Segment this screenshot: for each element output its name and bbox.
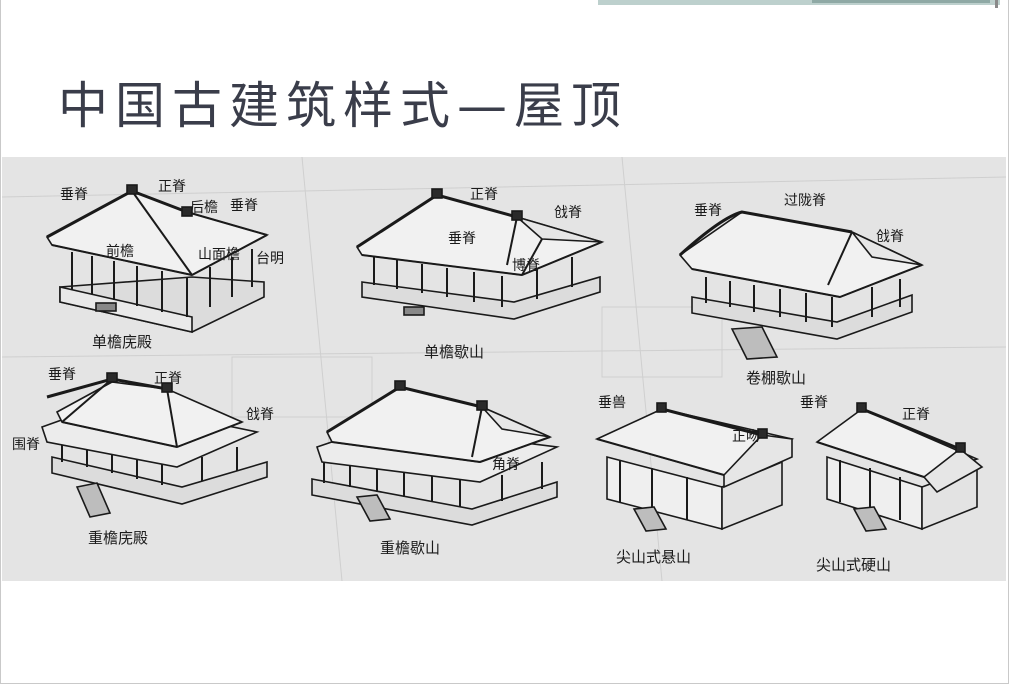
svg-text:过陇脊: 过陇脊 [784, 193, 826, 209]
svg-text:垂脊: 垂脊 [694, 203, 722, 219]
slide-title: 中国古建筑样式—屋顶 [58, 76, 628, 135]
top-accent-bar [598, 0, 1000, 5]
svg-text:角脊: 角脊 [492, 457, 520, 473]
svg-text:台明: 台明 [256, 251, 284, 267]
svg-text:前檐: 前檐 [106, 243, 134, 260]
building-single-eave-gable-hip-roof [355, 188, 605, 320]
svg-text:重檐歇山: 重檐歇山 [380, 539, 440, 557]
svg-text:卷棚歇山: 卷棚歇山 [746, 369, 806, 387]
building-pointed-flush-gable-roof [815, 402, 984, 532]
building-round-ridge-gable-hip-roof [678, 210, 925, 360]
building-pointed-overhanging-gable-roof-labels: 垂兽 正吻 尖山式悬山 [598, 395, 760, 566]
svg-text:尖山式悬山: 尖山式悬山 [616, 548, 691, 566]
building-pointed-overhanging-gable-roof [594, 402, 795, 532]
building-double-eave-gable-hip-roof [311, 380, 560, 526]
svg-text:单檐庑殿: 单檐庑殿 [92, 333, 152, 351]
building-double-eave-gable-hip-roof-labels: 角脊 重檐歇山 [380, 457, 520, 557]
svg-text:正脊: 正脊 [154, 371, 182, 387]
svg-text:垂脊: 垂脊 [448, 231, 476, 247]
building-pointed-flush-gable-roof-labels: 垂脊 正脊 尖山式硬山 [800, 395, 930, 574]
building-single-eave-hip-roof [45, 184, 270, 334]
svg-text:垂脊: 垂脊 [230, 198, 258, 214]
svg-text:山面檐: 山面檐 [198, 247, 240, 263]
svg-text:垂兽: 垂兽 [598, 395, 626, 411]
svg-text:戗脊: 戗脊 [554, 205, 582, 221]
building-single-eave-hip-roof-labels: 垂脊 正脊 后檐 垂脊 前檐 山面檐 台明 单檐庑殿 [60, 179, 284, 351]
svg-text:垂脊: 垂脊 [800, 395, 828, 411]
svg-text:博脊: 博脊 [512, 257, 540, 274]
roof-styles-figure: 垂脊 正脊 后檐 垂脊 前檐 山面檐 台明 单檐庑殿 正脊 [2, 157, 1006, 581]
svg-text:单檐歇山: 单檐歇山 [424, 343, 484, 361]
building-round-ridge-gable-hip-roof-labels: 垂脊 过陇脊 戗脊 卷棚歇山 [694, 193, 904, 387]
svg-text:正脊: 正脊 [902, 407, 930, 423]
svg-text:围脊: 围脊 [12, 437, 40, 453]
svg-text:戗脊: 戗脊 [246, 407, 274, 423]
svg-text:重檐庑殿: 重檐庑殿 [88, 529, 148, 547]
top-accent-bar-dark [812, 0, 990, 3]
svg-text:正脊: 正脊 [158, 179, 186, 195]
svg-text:垂脊: 垂脊 [48, 367, 76, 383]
building-double-eave-hip-roof-labels: 垂脊 正脊 围脊 戗脊 重檐庑殿 [12, 367, 274, 547]
svg-text:后檐: 后檐 [190, 200, 218, 216]
top-accent-tick [995, 0, 998, 8]
svg-text:戗脊: 戗脊 [876, 229, 904, 245]
building-single-eave-gable-hip-roof-labels: 正脊 戗脊 垂脊 博脊 单檐歇山 [424, 187, 582, 361]
svg-text:垂脊: 垂脊 [60, 187, 88, 203]
svg-text:尖山式硬山: 尖山式硬山 [816, 556, 891, 574]
svg-text:正吻: 正吻 [732, 429, 760, 445]
building-double-eave-hip-roof [40, 372, 268, 518]
svg-text:正脊: 正脊 [470, 187, 498, 203]
